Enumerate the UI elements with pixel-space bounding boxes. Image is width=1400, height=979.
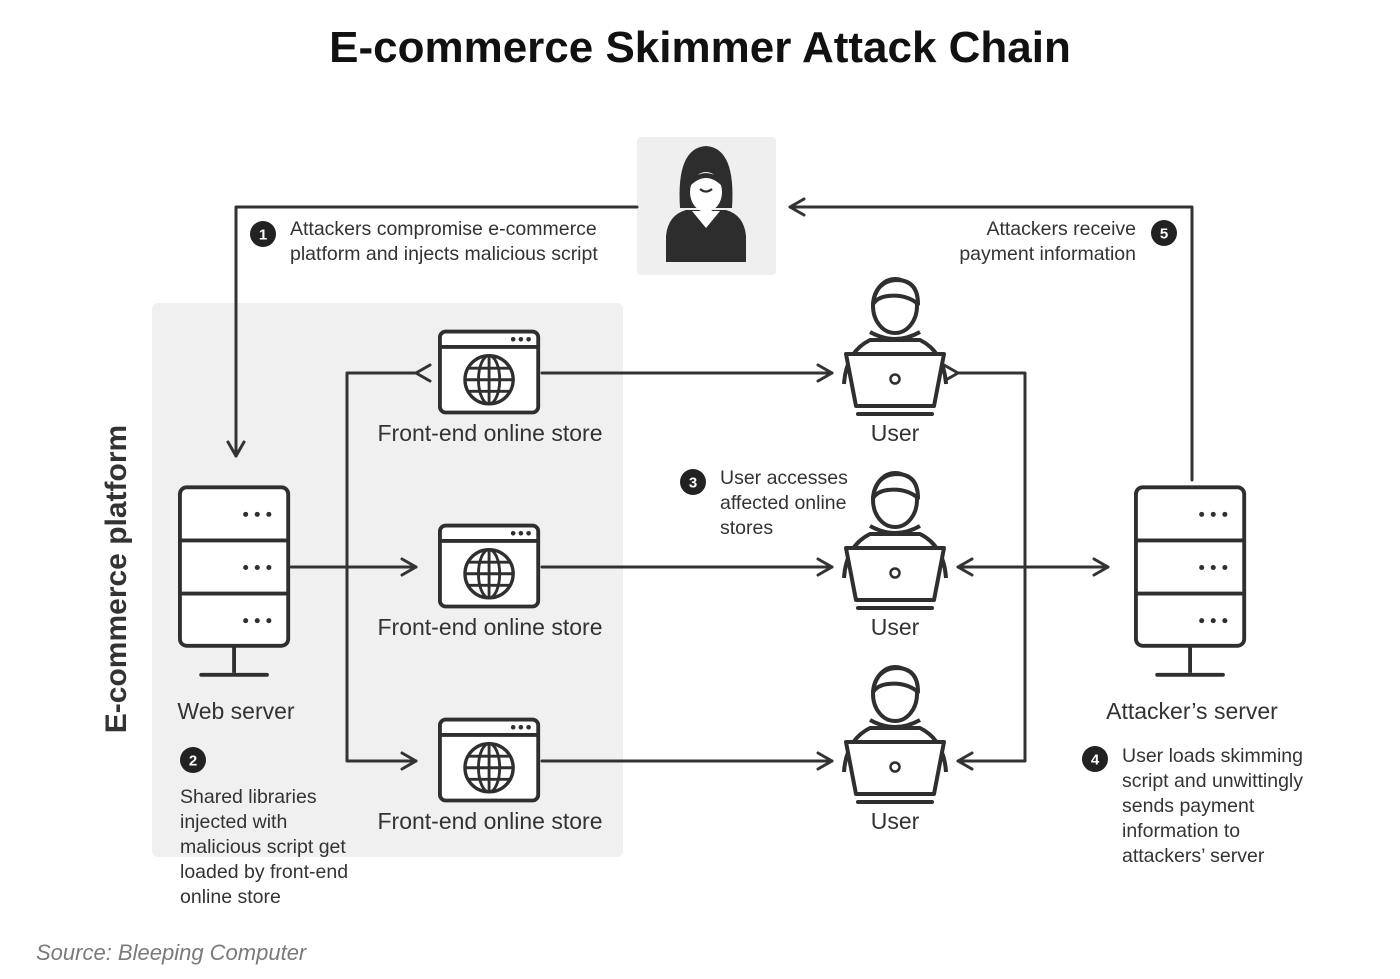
connectors — [226, 197, 1194, 771]
step-text-line: Attackers compromise e-commerce — [290, 218, 597, 240]
step-number: 1 — [259, 227, 267, 244]
step-2: 2 Shared libraries injected with malicio… — [180, 747, 348, 908]
globe-browser-icon — [437, 329, 541, 415]
step-text-line: script and unwittingly — [1122, 770, 1303, 792]
step-3: 3 User accesses affected online stores — [680, 467, 848, 539]
arrow-compromise — [226, 205, 639, 458]
step-1: 1 Attackers compromise e-commerce platfo… — [250, 218, 598, 265]
user-label: User — [871, 808, 920, 834]
globe-browser-icon — [437, 717, 541, 803]
store-label: Front-end online store — [377, 808, 602, 834]
store-label: Front-end online store — [377, 420, 602, 446]
step-text-line: online store — [180, 886, 281, 908]
step-badge — [250, 221, 276, 247]
arrow-payment-info-to-attacker — [788, 197, 1194, 482]
arrow-server-to-stores-1-3 — [345, 363, 432, 771]
step-text-line: affected online — [720, 492, 847, 514]
user-label: User — [871, 614, 920, 640]
user-laptop-icon — [844, 667, 946, 802]
step-text-line: User accesses — [720, 467, 848, 489]
step-text-line: attackers’ server — [1122, 845, 1265, 867]
step-text-line: stores — [720, 517, 773, 539]
step-number: 5 — [1160, 226, 1168, 243]
step-badge — [1151, 220, 1177, 246]
step-text-line: sends payment — [1122, 795, 1255, 817]
step-badge — [680, 469, 706, 495]
step-4: 4 User loads skimming script and unwitti… — [1082, 745, 1303, 867]
step-text-line: User loads skimming — [1122, 745, 1303, 767]
attacker-icon — [666, 146, 746, 262]
step-number: 2 — [189, 753, 197, 770]
diagram-title: E-commerce Skimmer Attack Chain — [329, 23, 1071, 72]
step-number: 3 — [689, 475, 697, 492]
step-text-line: information to — [1122, 820, 1240, 842]
user-label: User — [871, 420, 920, 446]
user-laptop-icon — [844, 279, 946, 414]
user-laptop-icon — [844, 473, 946, 608]
platform-label: E-commerce platform — [100, 425, 133, 733]
step-text-line: payment information — [959, 243, 1136, 265]
step-text-line: platform and injects malicious script — [290, 243, 598, 265]
step-text-line: Shared libraries — [180, 786, 317, 808]
store-label: Front-end online store — [377, 614, 602, 640]
web-server-label: Web server — [177, 698, 295, 724]
attacker-server-label: Attacker’s server — [1106, 698, 1278, 724]
step-number: 4 — [1091, 752, 1100, 769]
step-text-line: injected with — [180, 811, 287, 833]
step-text-line: malicious script get — [180, 836, 346, 858]
attacker-server-icon — [1133, 485, 1247, 677]
source-credit: Source: Bleeping Computer — [36, 940, 308, 965]
step-badge — [1082, 746, 1108, 772]
step-text-line: loaded by front-end — [180, 861, 348, 883]
step-badge — [180, 747, 206, 773]
globe-browser-icon — [437, 523, 541, 609]
step-5: 5 Attackers receive payment information — [959, 218, 1177, 265]
step-text-line: Attackers receive — [986, 218, 1136, 240]
web-server-icon — [177, 485, 291, 677]
